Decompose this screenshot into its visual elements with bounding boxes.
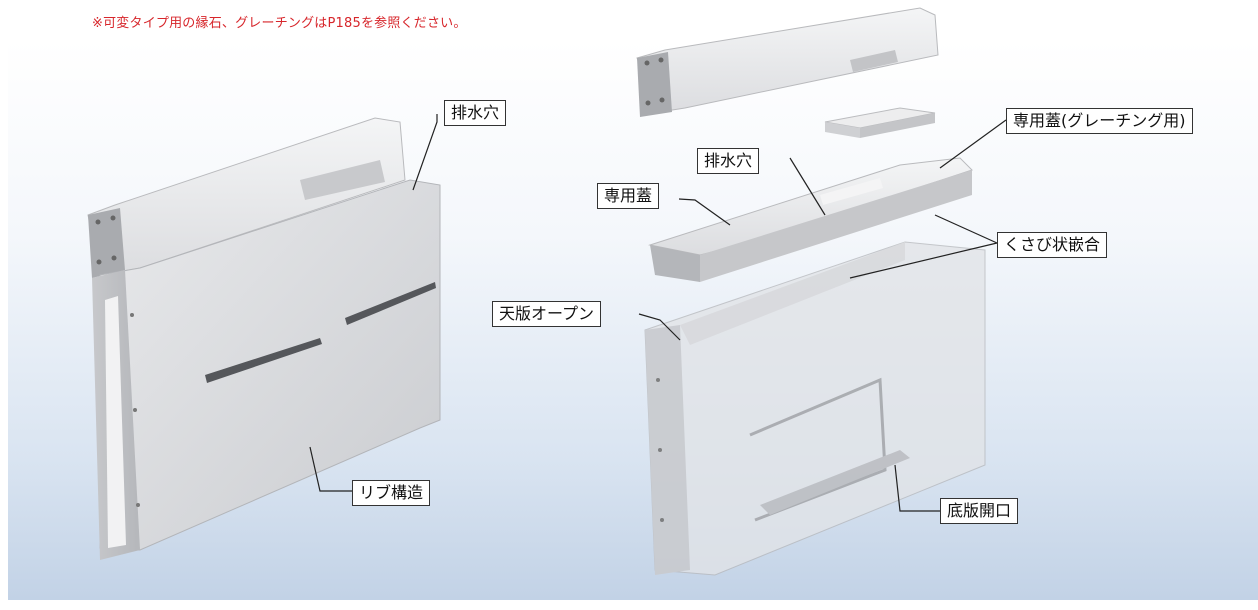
exploded-lid (648, 157, 973, 282)
reference-note: ※可変タイプ用の縁石、グレーチングはP185を参照ください。 (92, 16, 467, 31)
exploded-curb-top (636, 7, 939, 117)
label-wedge-fit: くさび状嵌合 (997, 232, 1108, 258)
label-dedicated-lid: 専用蓋 (597, 183, 660, 209)
label-drain-hole-right: 排水穴 (697, 148, 760, 174)
exploded-body (644, 241, 986, 576)
label-rib-structure: リブ構造 (352, 480, 431, 506)
label-top-open: 天版オープン (492, 301, 602, 327)
label-bottom-opening: 底版開口 (940, 498, 1019, 524)
assembled-gutter-unit (87, 117, 441, 560)
label-dedicated-lid-grating: 専用蓋(グレーチング用) (1006, 108, 1193, 134)
label-drain-hole-left: 排水穴 (444, 100, 507, 126)
callout-lines (309, 114, 1007, 512)
exploded-grating (824, 107, 936, 138)
